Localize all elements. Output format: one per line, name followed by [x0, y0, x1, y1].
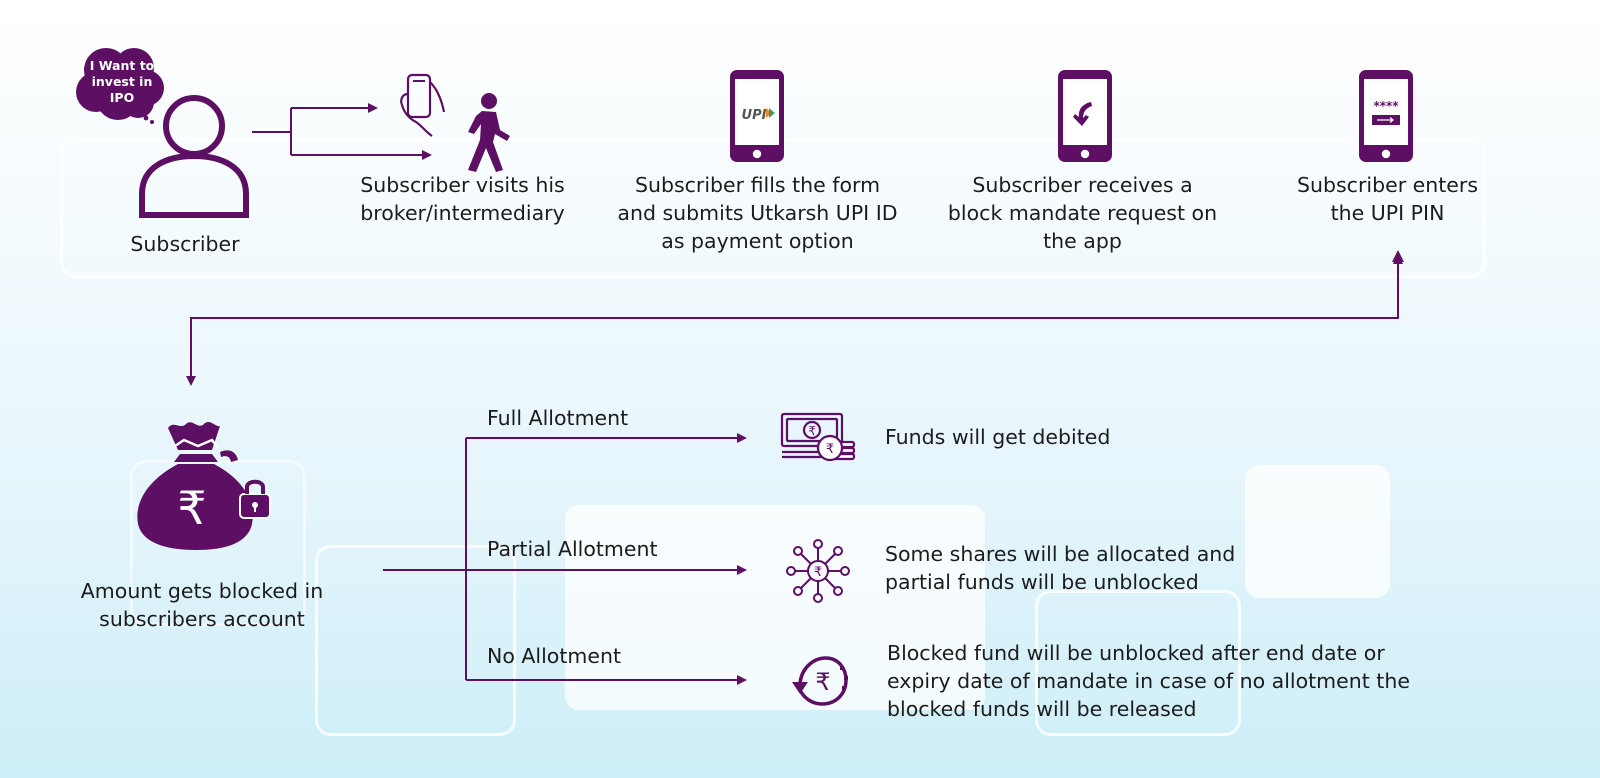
cash-rupee: ₹	[808, 424, 816, 438]
pin-phone-icon: ****	[1359, 70, 1413, 162]
step-label-enter-pin: Subscriber enters the UPI PIN	[1296, 173, 1479, 225]
arrow-head-up	[1392, 250, 1404, 262]
upi-phone-icon: UPI	[730, 70, 784, 162]
return-arrow	[186, 254, 1399, 386]
network-rupee: ₹	[814, 565, 822, 580]
mandate-phone-icon	[1058, 70, 1112, 162]
bg-panel	[315, 545, 516, 736]
step-label-subscriber: Subscriber	[130, 232, 240, 256]
rupee-symbol: ₹	[177, 481, 206, 535]
network-rupee-icon: ₹	[786, 539, 850, 603]
outcome-text-none: Blocked fund will be unblocked after end…	[887, 641, 1410, 721]
cloud-icon	[76, 48, 164, 124]
bg-panel	[1035, 590, 1241, 736]
pin-mask: ****	[1373, 99, 1399, 113]
refund-rupee-icon: ₹	[792, 656, 848, 706]
branch-label-partial: Partial Allotment	[487, 537, 658, 561]
refund-rupee: ₹	[815, 668, 830, 696]
cash-icon: ₹ ₹	[780, 412, 856, 462]
user-icon	[139, 95, 249, 218]
money-bag-lock-icon: ₹	[137, 422, 271, 550]
walking-person-icon	[468, 93, 510, 172]
step-label-mandate: Subscriber receives a block mandate requ…	[947, 173, 1218, 253]
upi-logo-text: UPI	[742, 108, 767, 123]
bg-panel	[130, 460, 306, 626]
bg-panel	[565, 505, 985, 710]
phone-hand-icon	[400, 73, 446, 137]
coin-rupee: ₹	[826, 442, 834, 457]
bg-panel	[1245, 465, 1390, 598]
bubble-text: I Want to invest in IPO	[89, 58, 155, 105]
branch-label-full: Full Allotment	[487, 406, 629, 430]
step-label-visit-broker: Subscriber visits his broker/intermediar…	[360, 173, 565, 225]
branch-label-none: No Allotment	[487, 644, 622, 668]
blocked-amount-label: Amount gets blocked in subscribers accou…	[80, 579, 324, 631]
outcome-text-full: Funds will get debited	[885, 425, 1111, 449]
outcome-text-partial: Some shares will be allocated and partia…	[885, 542, 1236, 594]
step-label-fill-form: Subscriber fills the form and submits Ut…	[617, 173, 898, 253]
